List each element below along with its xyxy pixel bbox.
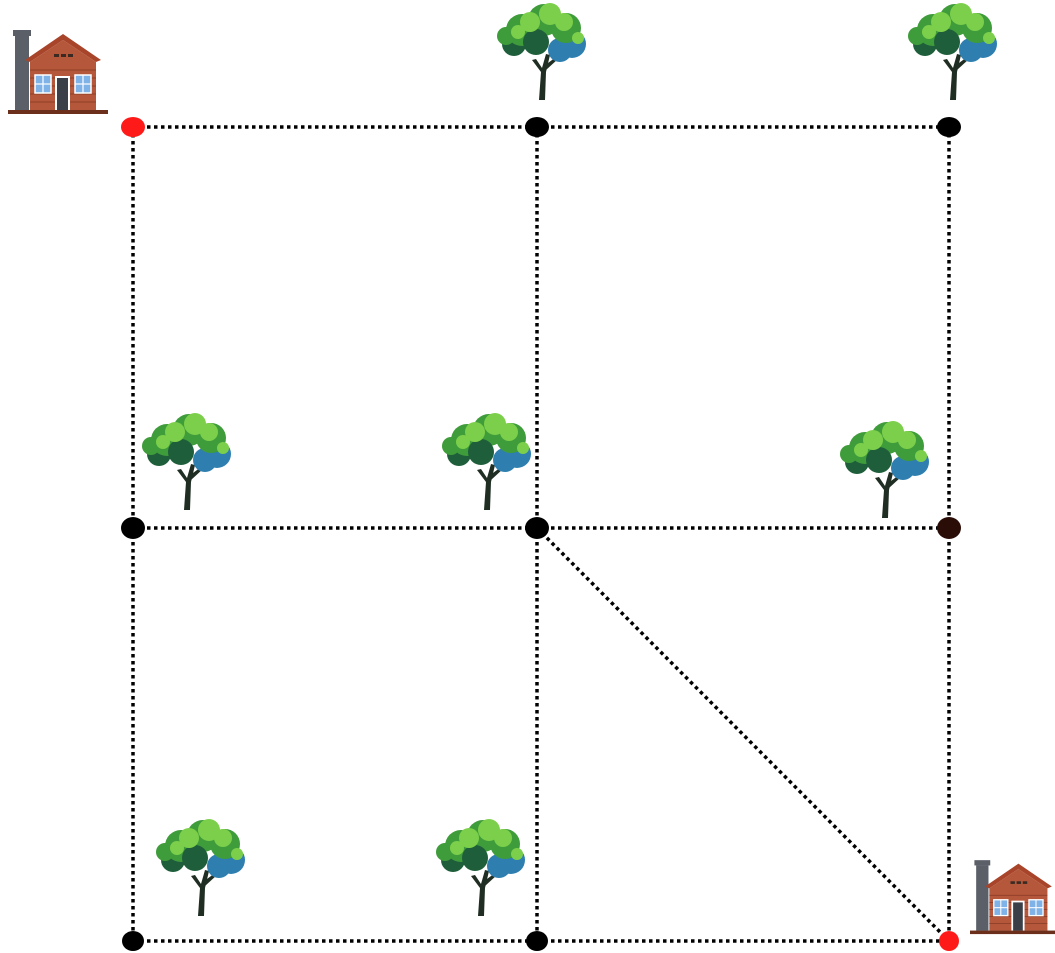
house-icon: [970, 859, 1055, 935]
path-center-to-bottom-right: [535, 526, 951, 943]
tree-icon: [497, 3, 586, 100]
tree-icon: [156, 819, 245, 916]
node-bottom-right: [939, 931, 959, 951]
node-top-right: [937, 117, 961, 137]
node-middle-right: [937, 517, 961, 539]
tree-icon: [142, 413, 231, 510]
tree-icon: [908, 3, 997, 100]
node-top-middle: [525, 117, 549, 137]
node-top-left: [121, 117, 145, 137]
tree-icon: [442, 413, 531, 510]
node-center: [525, 517, 549, 539]
tree-icon: [840, 421, 929, 518]
node-bottom-left: [122, 931, 144, 951]
house-icon: [8, 29, 108, 115]
node-middle-left: [121, 517, 145, 539]
node-bottom-middle: [526, 931, 548, 951]
tree-icon: [436, 819, 525, 916]
